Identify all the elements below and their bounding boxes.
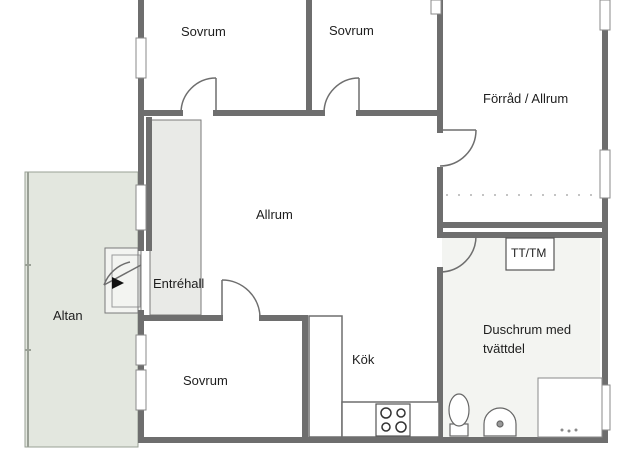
room-label-duschrum: Duschrum med tvättdel [483, 322, 572, 356]
room-label-sovrum-top-left: Sovrum [181, 24, 226, 39]
door-swings [103, 77, 477, 319]
stove-icon [375, 403, 411, 437]
tt-tm-box [505, 237, 555, 271]
room-label-allrum: Allrum [256, 207, 293, 222]
sink-icon [483, 407, 517, 437]
fixture-label-tt-tm: TT/TM [511, 246, 547, 260]
room-label-entrehall: Entréhall [153, 276, 205, 291]
windows [135, 0, 611, 431]
kitchen-counters [308, 315, 440, 438]
room-label-altan: Altan [53, 308, 83, 323]
toilet-icon [448, 393, 470, 437]
room-label-sovrum-top-mid: Sovrum [329, 23, 374, 38]
shower-enclosure [537, 377, 603, 438]
triangle-entry-icon [112, 277, 124, 289]
walls [138, 0, 608, 443]
room-label-forrad-allrum: Förråd / Allrum [483, 91, 569, 106]
entrance-steps [104, 247, 142, 314]
room-label-sovrum-bottom: Sovrum [183, 373, 228, 388]
room-label-kok: Kök [352, 352, 375, 367]
drain-marks [560, 428, 578, 433]
